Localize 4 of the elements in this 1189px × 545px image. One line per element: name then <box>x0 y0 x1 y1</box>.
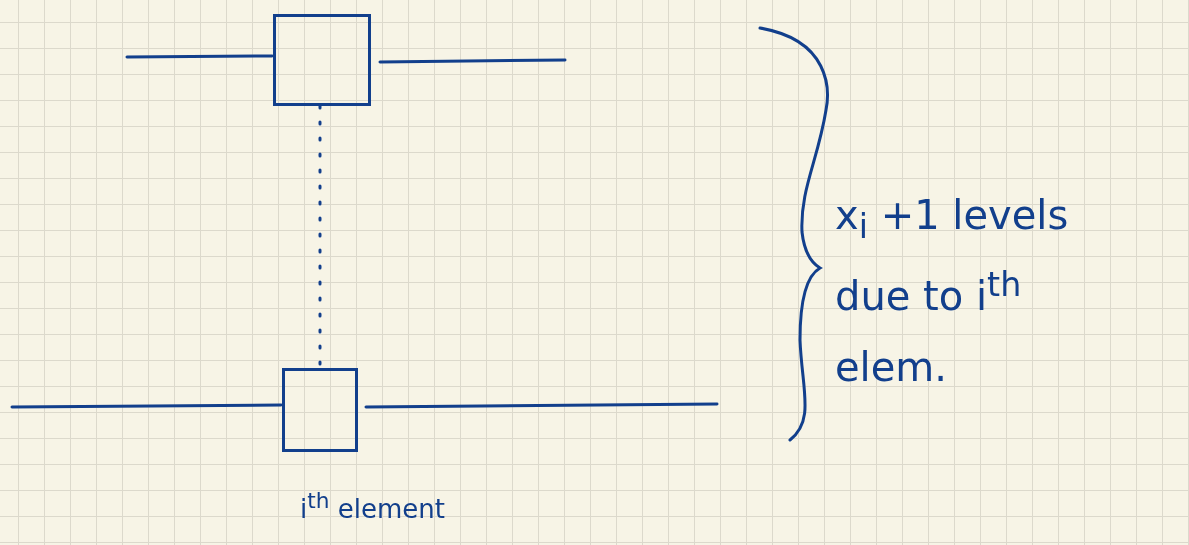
annotation-text: x$_{i}$ +1 levels due to i$^{th}$ elem. <box>835 191 1070 392</box>
square-box <box>273 14 371 106</box>
square-box <box>282 368 358 452</box>
element-caption: i$^{th}$ element <box>300 488 445 524</box>
